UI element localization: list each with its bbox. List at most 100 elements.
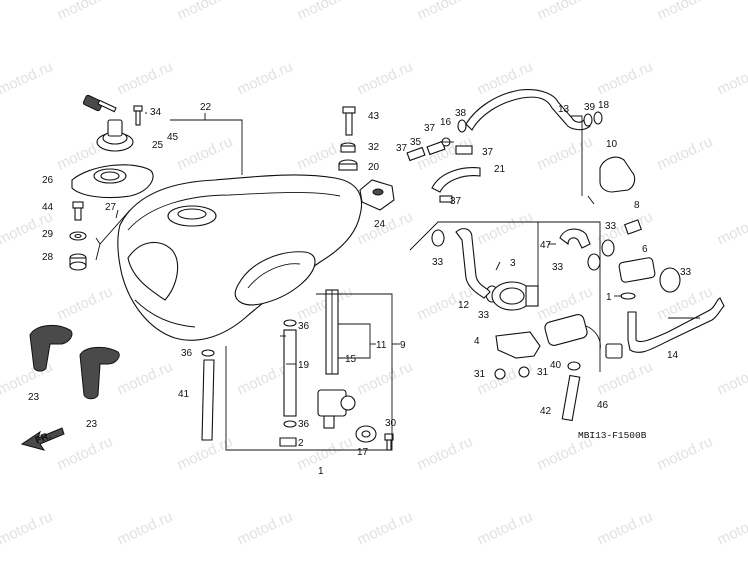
grommet-28-icon (69, 253, 87, 271)
callout-22: 22 (200, 102, 212, 113)
fittings-37-icon (406, 140, 473, 203)
fuel-pump-46 (544, 314, 623, 359)
watermark-text: motod.ru (295, 433, 356, 473)
callout-21: 21 (494, 164, 506, 175)
callout-47: 47 (540, 240, 552, 251)
callout-1-clip: 1 (606, 292, 612, 303)
callout-13: 13 (558, 104, 570, 115)
callout-35: 35 (410, 137, 422, 148)
tube-41-icon (201, 359, 215, 441)
callout-26: 26 (42, 175, 54, 186)
watermark-text: motod.ru (355, 358, 416, 398)
watermark-text: motod.ru (655, 0, 716, 24)
diagram-code: MBI13-F1500B (578, 430, 647, 441)
callout-33-lower: 33 (478, 310, 490, 321)
callout-8: 8 (634, 200, 640, 211)
callout-6: 6 (642, 244, 648, 255)
bracket-24-icon (359, 179, 395, 211)
callout-labels: 34 22 45 25 26 27 44 29 28 23 23 FR. 43 … (28, 100, 692, 477)
hose-10 (599, 156, 636, 193)
fuel-filter-6 (618, 257, 656, 283)
callout-33-right-top: 33 (605, 221, 617, 232)
callout-37-c: 37 (482, 147, 494, 158)
watermark-text: motod.ru (0, 58, 55, 98)
watermark-text: motod.ru (715, 508, 748, 548)
joint-2-icon (279, 437, 297, 447)
callout-33-left: 33 (432, 257, 444, 268)
washer-29-icon (69, 231, 87, 241)
watermark-text: motod.ru (175, 133, 236, 173)
watermark-text: motod.ru (595, 508, 656, 548)
callout-41: 41 (178, 389, 190, 400)
hose-21 (431, 167, 481, 193)
callout-44: 44 (42, 202, 54, 213)
watermark-text: motod.ru (475, 508, 536, 548)
watermark-text: motod.ru (295, 0, 356, 24)
callout-36-bottom: 36 (298, 419, 310, 430)
bolt-34-icon (133, 105, 143, 126)
fuel-cock-1 (317, 389, 356, 429)
watermark-text: motod.ru (115, 508, 176, 548)
callout-10: 10 (606, 139, 618, 150)
callout-33-right: 33 (680, 267, 692, 278)
callout-40: 40 (550, 360, 562, 371)
watermark-text: motod.ru (655, 133, 716, 173)
ignition-key-icon (82, 94, 117, 113)
callout-36-top: 36 (298, 321, 310, 332)
callout-37-d: 37 (450, 196, 462, 207)
tank-cover (71, 164, 154, 199)
callout-45: 45 (167, 132, 179, 143)
front-direction-arrow-icon (20, 427, 65, 451)
tube-19-icon (283, 329, 297, 417)
clip-36-icon (201, 319, 297, 428)
hose-14 (627, 297, 725, 353)
watermark-text: motod.ru (0, 508, 55, 548)
callout-32: 32 (368, 142, 380, 153)
watermark-text: motod.ru (535, 133, 596, 173)
tee-16-icon (440, 137, 454, 147)
clips-39-18-icon (583, 111, 603, 127)
callout-29: 29 (42, 229, 54, 240)
callout-15: 15 (345, 354, 357, 365)
watermark-text: motod.ru (55, 0, 116, 24)
callout-16: 16 (440, 117, 452, 128)
leader-lines (95, 112, 700, 451)
bolt-44-icon (72, 201, 84, 221)
watermark-text: motod.ru (175, 0, 236, 24)
watermark-text: motod.ru (355, 508, 416, 548)
tube-42 (561, 374, 581, 422)
callout-17: 17 (357, 447, 369, 458)
callout-28: 28 (42, 252, 54, 263)
callout-39: 39 (584, 102, 596, 113)
callout-19: 19 (298, 360, 310, 371)
rubber-20-icon (338, 159, 358, 171)
callout-34: 34 (150, 107, 162, 118)
clamp-17-icon (355, 425, 377, 443)
callout-1-cock: 1 (318, 466, 324, 477)
callout-14: 14 (667, 350, 679, 361)
watermark-text: motod.ru (115, 58, 176, 98)
callout-23-left: 23 (28, 392, 40, 403)
clip-38-icon (457, 119, 467, 133)
hose-12 (455, 228, 491, 299)
watermark-text: motod.ru (355, 58, 416, 98)
callout-2: 2 (298, 438, 304, 449)
callout-3: 3 (510, 258, 516, 269)
callout-30: 30 (385, 418, 397, 429)
watermark-text: motod.ru (535, 0, 596, 24)
callout-38: 38 (455, 108, 467, 119)
rubber-23-upper-icon (29, 324, 73, 372)
callout-31-right: 31 (537, 367, 549, 378)
fuel-strainer-11 (325, 289, 339, 375)
fuel-pump-3 (491, 281, 539, 311)
callout-37-a: 37 (424, 123, 436, 134)
callout-42: 42 (540, 406, 552, 417)
collar-32-icon (340, 142, 356, 153)
bolt-43-icon (342, 106, 356, 136)
callout-33-mid: 33 (552, 262, 564, 273)
watermark-text: motod.ru (595, 358, 656, 398)
callout-23-right: 23 (86, 419, 98, 430)
callout-12: 12 (458, 300, 470, 311)
clip-8-icon (624, 219, 642, 235)
